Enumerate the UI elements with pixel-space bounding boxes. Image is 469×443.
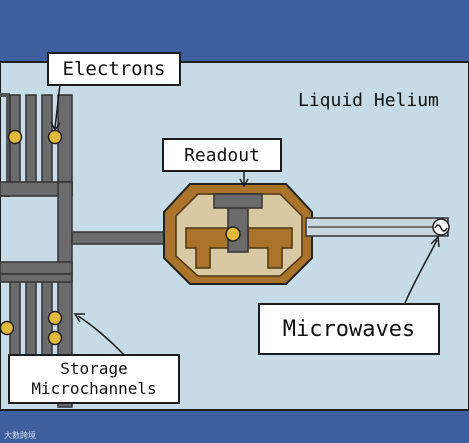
channel-top-4 [57, 94, 73, 196]
electron [225, 226, 241, 242]
storage-microchannels-label: Storage Microchannels [8, 354, 180, 404]
storage-label-line2: Microchannels [31, 379, 157, 398]
arrow-storage [77, 315, 125, 356]
electron [47, 310, 63, 326]
channel-spine [57, 181, 73, 408]
readout-device [163, 183, 313, 285]
electron [7, 129, 23, 145]
storage-label-line1: Storage [60, 359, 128, 378]
electrons-label: Electrons [47, 52, 181, 86]
channel-top-1 [9, 94, 21, 196]
arrow-electrons [54, 83, 61, 129]
channel-to-readout [71, 231, 173, 245]
electrons [0, 129, 63, 346]
readout-gate-top [213, 193, 263, 209]
channel-top-3 [41, 94, 53, 196]
leader-lines [50, 83, 440, 356]
electron [47, 330, 63, 346]
arrow-microwaves [404, 239, 438, 304]
channel-top-2 [25, 94, 37, 196]
watermark: 大數跨境 [4, 431, 36, 440]
electron [0, 320, 15, 336]
channel-bottom-base [0, 273, 73, 283]
storage-microchannels [0, 93, 73, 408]
channel-bottom-1 [9, 279, 21, 361]
channel-bottom-2 [25, 279, 37, 361]
electron [47, 129, 63, 145]
channel-middle [0, 261, 73, 275]
readout-label: Readout [162, 138, 282, 172]
microwave-source-icon [432, 218, 450, 236]
liquid-helium-label: Liquid Helium [298, 90, 439, 111]
microwaves-label: Microwaves [258, 303, 440, 355]
